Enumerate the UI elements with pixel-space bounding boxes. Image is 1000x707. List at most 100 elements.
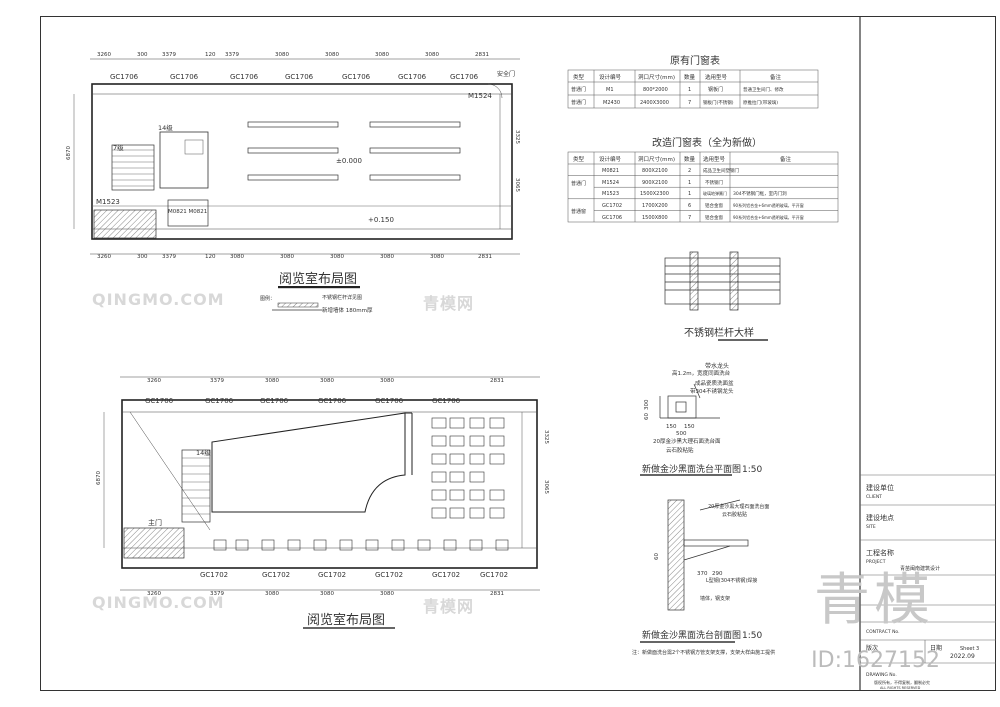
- p1-dim-bottom-9: 2831: [478, 254, 492, 260]
- p1-dim-top-3: 120: [205, 52, 216, 58]
- p1-dim-top-2: 3379: [162, 52, 176, 58]
- table1-h5: 备注: [770, 73, 782, 81]
- table2-r3-c1: GC1702: [602, 203, 622, 209]
- table2-r4-c3: 7: [688, 215, 691, 221]
- p2-window-top-2: GC1706: [260, 397, 289, 405]
- detail2-title: 新做金沙黑面洗台平面图: [642, 463, 741, 475]
- table2-r0-c3: 2: [688, 168, 691, 174]
- floor-plan-1: [73, 58, 520, 311]
- tb-footer-en: ALL RIGHTS RESERVED: [880, 686, 921, 690]
- p2-stair-14: 14级: [196, 448, 211, 457]
- tb-client-cn: 建设单位: [866, 483, 894, 492]
- p2-window-bottom-4: GC1702: [432, 571, 460, 579]
- p1-level-2: +0.150: [368, 216, 394, 224]
- detail2-note-0: 带水龙头: [705, 362, 729, 370]
- table2-h2: 洞口尺寸(mm): [638, 155, 675, 163]
- table2-h5: 备注: [780, 155, 792, 163]
- table2-r0-c1: M0821: [602, 168, 619, 174]
- tb-footer-cn: 版权所有，不得复制，翻制必究: [874, 679, 930, 685]
- table2-r0-c2: 800X2100: [642, 168, 668, 174]
- table2-h4: 选用型号: [703, 155, 726, 163]
- tb-contract: CONTRACT No.: [866, 629, 900, 635]
- table2-r0-c0: 普通门: [571, 180, 586, 187]
- p1-dim-top-1: 300: [137, 52, 148, 58]
- detail3-dim-2: 60: [654, 553, 660, 560]
- table2-r2-c3: 1: [688, 191, 691, 197]
- p1-side-dim-2: 3065: [514, 178, 520, 192]
- detail2-note-1: 高1.2m，宽度同面洗台: [672, 369, 731, 377]
- table1-h4: 选用型号: [705, 73, 728, 81]
- p2-window-bottom-3: GC1702: [375, 571, 403, 579]
- table2-r1-c2: 900X2100: [642, 180, 668, 186]
- watermark-text: QINGMO.COM: [92, 290, 225, 309]
- p2-dim-bottom-2: 3080: [265, 591, 279, 597]
- p1-dim-bottom-7: 3080: [380, 254, 394, 260]
- drawing-frame: [40, 16, 996, 691]
- p1-dim-top-8: 3080: [425, 52, 439, 58]
- p1-dim-bottom-8: 3080: [430, 254, 444, 260]
- tb-site-cn: 建设地点: [866, 513, 894, 522]
- p1-dim-top-0: 3260: [97, 52, 111, 58]
- table1-r1-c0: 普通门: [571, 99, 586, 106]
- p1-legend-label: 图例：: [260, 295, 275, 302]
- p1-dim-top-6: 3080: [325, 52, 339, 58]
- floor-plan-2: [103, 376, 540, 629]
- p1-stair-14: 14级: [158, 123, 173, 132]
- table1-r0-c1: M1: [606, 87, 614, 93]
- p2-dim-top-1: 3379: [210, 378, 224, 384]
- table2-h1: 设计编号: [599, 155, 622, 163]
- p1-door-m1524: M1524: [468, 92, 492, 100]
- tb-date-label: 日期: [930, 644, 942, 652]
- table1-r1-c4: 钢板门(不锈钢): [703, 99, 734, 106]
- detail3-dim-1: 290: [712, 571, 723, 577]
- p1-dim-bottom-5: 3080: [280, 254, 294, 260]
- table-original-grid: [567, 69, 819, 109]
- table1-h2: 洞口尺寸(mm): [638, 73, 675, 81]
- table2-r2-c2: 1500X2300: [640, 191, 669, 197]
- p1-title: 阅览室布局图: [279, 271, 357, 287]
- detail2-scale: 1:50: [742, 465, 762, 475]
- tb-project-cn: 工程名称: [866, 548, 894, 557]
- detail3-title: 新做金沙黑面洗台剖面图: [642, 629, 741, 641]
- detail3-note-1: 云石胶粘贴: [722, 511, 747, 518]
- table2-r1-c4: 不锈钢门: [705, 179, 723, 186]
- p1-dim-bottom-4: 3080: [230, 254, 244, 260]
- table2-title: 改造门窗表（全为新做）: [652, 136, 762, 149]
- p2-window-bottom-0: GC1702: [200, 571, 228, 579]
- tb-site-en: SITE: [866, 524, 876, 530]
- p1-door-m1523: M1523: [96, 198, 120, 206]
- p1-window-4: GC1706: [342, 73, 371, 81]
- p1-dim-bottom-6: 3080: [330, 254, 344, 260]
- p1-dim-bottom-0: 3260: [97, 254, 111, 260]
- table2-r1-c1: M1524: [602, 180, 619, 186]
- p1-window-0: GC1706: [110, 73, 139, 81]
- table1-r0-c4: 钢板门: [708, 86, 723, 93]
- table1-h0: 类型: [573, 73, 585, 81]
- p2-dim-bottom-1: 3379: [210, 591, 224, 597]
- table1-r0-c5: 普通卫生间门、修改: [743, 86, 784, 93]
- p2-side-dim-2: 3065: [543, 480, 549, 494]
- p2-window-top-5: GC1706: [432, 397, 461, 405]
- table1-r1-c5: 原推拉门(带玻璃): [743, 99, 778, 106]
- p1-window-5: GC1706: [398, 73, 427, 81]
- detail3-note-2: L型钢(304不锈钢)焊接: [706, 577, 757, 584]
- watermark-text-cn: 青模网: [423, 294, 475, 313]
- watermark-text-cn-2: 青模网: [423, 597, 475, 616]
- detail2-note-2: 成品瓷质洗面盆: [695, 379, 734, 387]
- p1-dim-top-5: 3080: [275, 52, 289, 58]
- table1-title: 原有门窗表: [670, 54, 720, 67]
- detail2-dim-1: 150: [684, 424, 695, 430]
- detail2-dim-0: 150: [666, 424, 677, 430]
- p1-window-2: GC1706: [230, 73, 259, 81]
- p2-window-bottom-1: GC1702: [262, 571, 290, 579]
- p2-dim-bottom-0: 3260: [147, 591, 161, 597]
- detail3-note-3: 墙体，钢支架: [700, 595, 730, 602]
- table2-r0-c5: 成品卫生间塑钢门: [703, 167, 739, 174]
- watermark-text-2: QINGMO.COM: [92, 593, 225, 612]
- table2-r3-c5: 90系列铝合金+6mm透明玻璃，平开窗: [733, 202, 804, 208]
- tb-project-en: PROJECT: [866, 559, 886, 565]
- table1-r0-c3: 1: [688, 87, 691, 93]
- table2-r1-c3: 1: [688, 180, 691, 186]
- p1-dim-top-9: 2831: [475, 52, 489, 58]
